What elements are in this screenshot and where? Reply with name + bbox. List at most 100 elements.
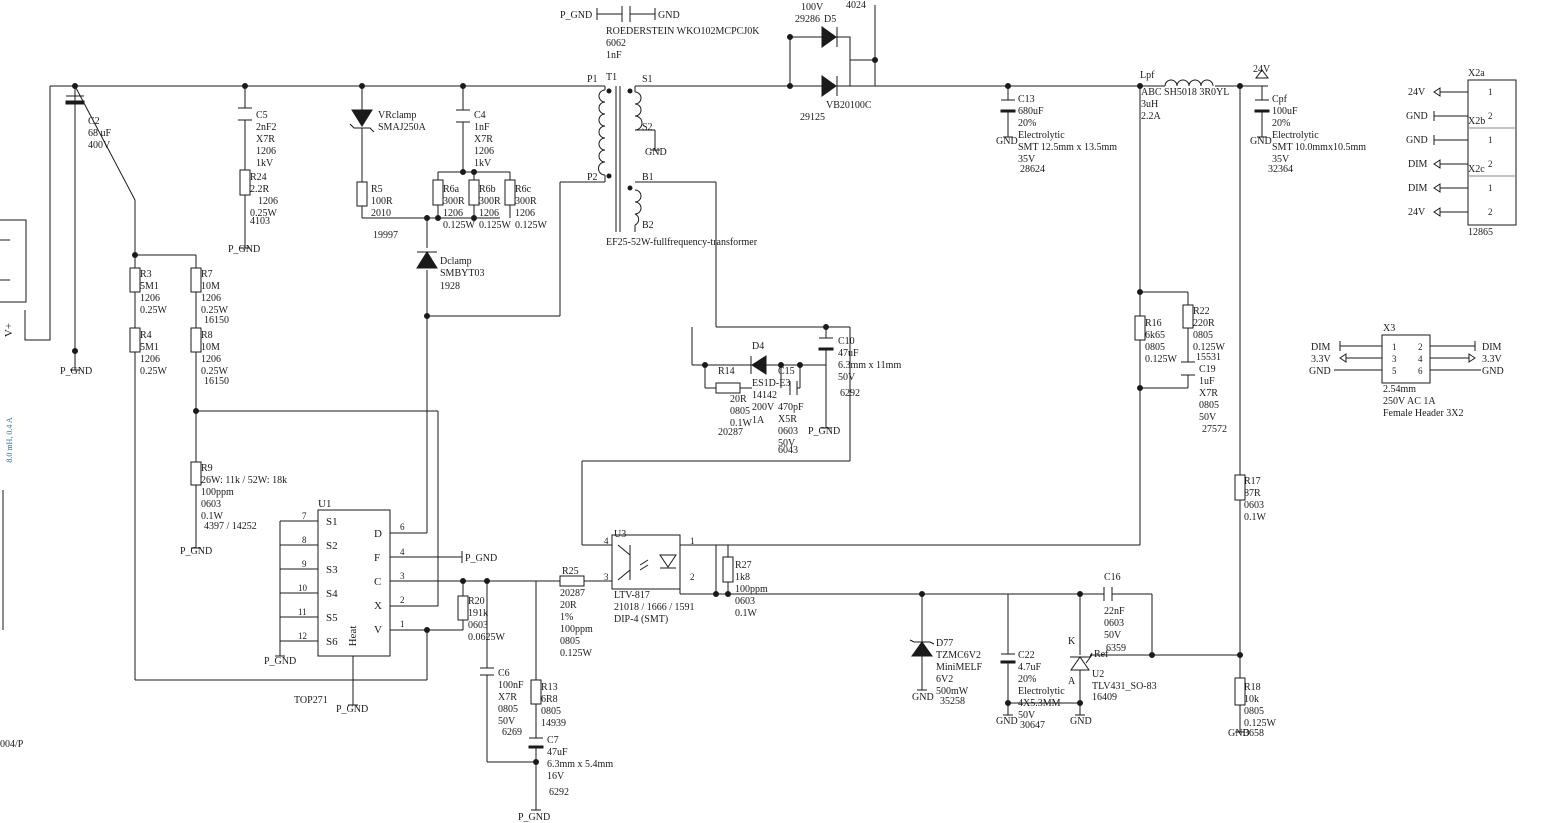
label-l258: GND <box>1406 135 1428 146</box>
capacitor-symbols <box>65 6 1270 749</box>
label-l177: 50V <box>838 372 856 383</box>
label-l150: LTV-817 <box>614 590 650 601</box>
transformer-t1 <box>598 86 643 232</box>
label-l219: 0.1W <box>1244 512 1267 523</box>
label-l74: R8 <box>201 330 213 341</box>
label-l190: 3uH <box>1141 99 1158 110</box>
label-l98: C <box>374 576 381 588</box>
label-l33: 4103 <box>250 216 270 227</box>
r18-body <box>1234 677 1246 706</box>
r6c-body <box>504 179 516 206</box>
label-l280: 5 <box>1392 366 1397 376</box>
label-l32: 0.25W <box>250 208 278 219</box>
label-l216: R17 <box>1244 476 1261 487</box>
label-l244: 50V <box>1104 630 1122 641</box>
label-l166: 0.1W <box>730 418 753 429</box>
label-l44: 2010 <box>371 208 391 219</box>
label-l199: 32364 <box>1268 164 1293 175</box>
label-l75: 10M <box>201 342 220 353</box>
label-l201: R16 <box>1145 318 1162 329</box>
label-l254: X2b <box>1468 116 1485 127</box>
label-l176: 6.3mm x 11mm <box>838 360 901 371</box>
label-l252: GND <box>1070 716 1092 727</box>
label-l253: X2a <box>1468 68 1485 79</box>
label-l175: 47uF <box>838 348 859 359</box>
label-l163: 1A <box>752 415 765 426</box>
r4-body <box>129 327 141 353</box>
label-l71: 1206 <box>201 293 221 304</box>
label-l23: 400V <box>88 140 111 151</box>
label-l264: 1 <box>1488 135 1493 145</box>
label-l197: SMT 10.0mmx10.5mm <box>1272 142 1366 153</box>
label-l256: 24V <box>1408 87 1426 98</box>
label-l263: 2 <box>1488 111 1493 121</box>
label-l120: 0603 <box>468 620 488 631</box>
label-l233: C22 <box>1018 650 1035 661</box>
label-l111: 2 <box>400 595 405 605</box>
label-l57: 0.125W <box>515 220 548 231</box>
junction-dots <box>72 34 1243 765</box>
label-l139: 20287 <box>560 588 585 599</box>
label-l38: 1nF <box>474 122 490 133</box>
connector-x2 <box>1434 79 1517 226</box>
label-l180: C13 <box>1018 94 1035 105</box>
label-l241: C16 <box>1104 572 1121 583</box>
label-l104: 9 <box>302 559 307 569</box>
label-l52: 1206 <box>479 208 499 219</box>
label-l218: 0603 <box>1244 500 1264 511</box>
label-l232: GND <box>912 692 934 703</box>
label-l76: 1206 <box>201 354 221 365</box>
label-l100: V <box>374 624 382 636</box>
label-l83: 26W: 11k / 52W: 18k <box>201 475 287 486</box>
label-l63: 1206 <box>140 293 160 304</box>
r6a-body <box>432 179 444 206</box>
label-l262: 1 <box>1488 87 1493 97</box>
u1-top271-box <box>317 509 391 657</box>
label-l106: 11 <box>298 607 307 617</box>
label-l95: S6 <box>326 636 338 648</box>
label-l169: 470pF <box>778 402 804 413</box>
label-l99: X <box>374 600 382 612</box>
label-l118: R20 <box>468 596 485 607</box>
label-l171: 0603 <box>778 426 798 437</box>
label-l134: 6.3mm x 5.4mm <box>547 759 613 770</box>
label-l82: R9 <box>201 463 213 474</box>
label-l39: X7R <box>474 134 493 145</box>
label-l45: 19997 <box>373 230 398 241</box>
label-l46: R6a <box>443 184 460 195</box>
label-l215: 27572 <box>1202 424 1227 435</box>
label-l146: 4 <box>604 536 609 546</box>
label-l64: 0.25W <box>140 305 168 316</box>
label-l229: 6V2 <box>936 674 953 685</box>
label-l27: 1206 <box>256 146 276 157</box>
label-l73: 16150 <box>204 315 229 326</box>
label-l02: GND <box>658 10 680 21</box>
label-l126: 50V <box>498 716 516 727</box>
partial-component-left <box>0 219 27 303</box>
label-l143: 0805 <box>560 636 580 647</box>
label-l147: 1 <box>690 536 695 546</box>
label-l210: C19 <box>1199 364 1216 375</box>
label-l114: TOP271 <box>294 695 328 706</box>
label-l116: P_GND <box>465 553 497 564</box>
label-l103: 8 <box>302 535 307 545</box>
label-l167: 20287 <box>718 427 743 438</box>
label-l105: 10 <box>298 583 308 593</box>
label-l48: 1206 <box>443 208 463 219</box>
label-l110: 3 <box>400 571 405 581</box>
label-l250: A <box>1068 676 1076 687</box>
label-l152: DIP-4 (SMT) <box>614 614 668 625</box>
label-l142: 100ppm <box>560 624 593 635</box>
label-l247: TLV431_SO-83 <box>1092 681 1157 692</box>
label-l59: SMBYT03 <box>440 268 484 279</box>
label-l145: U3 <box>614 529 626 540</box>
label-l09: 4024 <box>846 0 866 11</box>
label-l148: 3 <box>604 572 609 582</box>
label-l136: 6292 <box>549 787 569 798</box>
label-l154: 1k8 <box>735 572 750 583</box>
label-l249: K <box>1068 636 1076 647</box>
label-l128: R13 <box>541 682 558 693</box>
label-l66: 5M1 <box>140 342 159 353</box>
label-l117: 004/P <box>0 739 24 750</box>
label-l85: 0603 <box>201 499 221 510</box>
